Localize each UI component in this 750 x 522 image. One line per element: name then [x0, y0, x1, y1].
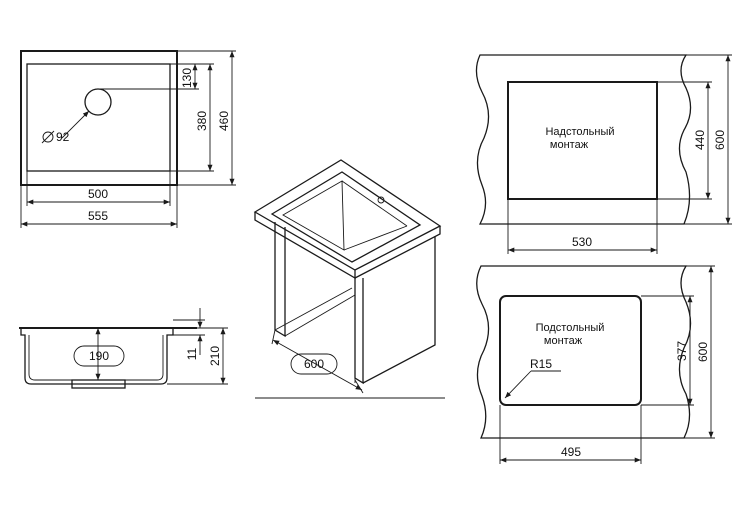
- diameter-leader: [61, 110, 90, 139]
- dim-530: 530: [572, 235, 592, 249]
- undermount-view: Подстольный монтаж R15 377 600 495: [476, 265, 715, 464]
- overmount-view: Надстольный монтаж 440 600 530: [475, 54, 732, 254]
- sink-outline-undermount: [499, 295, 642, 406]
- sink-opening: [270, 171, 422, 263]
- countertop-left-edge: [254, 212, 356, 280]
- cabinet-left-panel: [274, 222, 286, 338]
- sink-bowl-outline: [26, 63, 171, 172]
- undermount-label-2: монтаж: [544, 335, 583, 347]
- radius-label: R15: [530, 357, 552, 371]
- hole-diameter-value: 92: [56, 130, 70, 144]
- dim-377: 377: [675, 341, 689, 361]
- diameter-label: 92: [41, 130, 70, 144]
- dim-11: 11: [185, 347, 199, 360]
- undermount-label-1: Подстольный: [536, 322, 605, 334]
- overmount-label-2: монтаж: [550, 139, 589, 151]
- dim-380: 380: [195, 111, 209, 131]
- dim-500: 500: [88, 187, 108, 201]
- side-view: 190 11 210: [19, 308, 228, 389]
- faucet-hole: [377, 196, 385, 204]
- overmount-label-1: Надстольный: [545, 126, 614, 138]
- dim-555: 555: [88, 209, 108, 223]
- dim-495: 495: [561, 445, 581, 459]
- dim-210: 210: [208, 346, 222, 366]
- cabinet-right-side: [362, 236, 436, 384]
- radius-leader: [504, 370, 532, 399]
- sink-outline-overmount: [507, 81, 658, 200]
- dim-440: 440: [693, 130, 707, 150]
- top-view: 92 130 380 460 500 555: [20, 50, 236, 228]
- dim-600-iso: 600: [304, 357, 324, 371]
- countertop-cutout-undermount: [476, 265, 692, 439]
- sink-outline-outer: [20, 50, 178, 186]
- countertop-right-edge: [354, 226, 441, 279]
- dim-190: 190: [89, 349, 109, 363]
- cabinet-right-panel: [354, 278, 364, 385]
- dim-460: 460: [217, 111, 231, 131]
- bowl-profile-outer: [20, 328, 174, 385]
- isometric-view: 600: [253, 159, 445, 399]
- dim-600-overmount: 600: [713, 130, 727, 150]
- dim-130: 130: [180, 68, 194, 88]
- dim-600-undermount: 600: [696, 342, 710, 362]
- dim-190-badge: [73, 345, 125, 367]
- drain-outlet: [71, 379, 126, 389]
- sink-inner-wall: [282, 180, 345, 251]
- dim-600-badge: [290, 353, 338, 375]
- diameter-symbol-icon: [42, 131, 54, 143]
- dim-line-600-iso: [272, 339, 363, 391]
